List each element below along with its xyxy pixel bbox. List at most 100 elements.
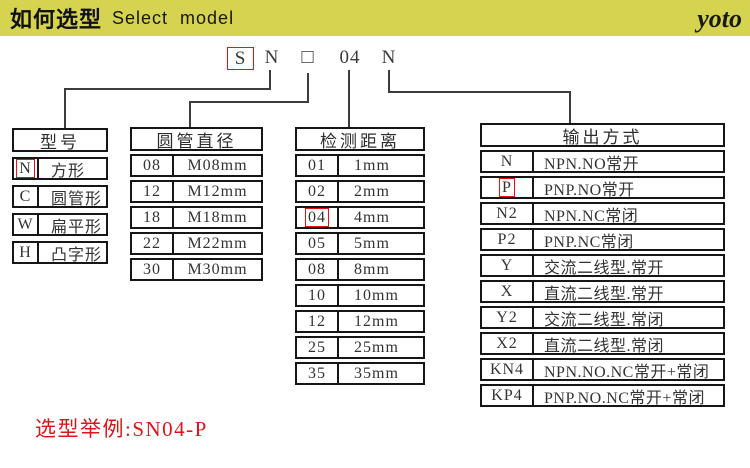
code-value: N	[500, 152, 514, 170]
sensing-distance-code-cell: 01	[297, 156, 339, 175]
code-value: 22	[143, 234, 161, 252]
code-value: 12	[308, 312, 326, 330]
code-value: P2	[497, 230, 517, 248]
code-value: 12	[143, 182, 161, 200]
brand-logo: yoto	[697, 4, 742, 33]
output-mode-code-cell: P2	[482, 230, 534, 249]
output-mode-desc-cell: 直流二线型.常开	[544, 285, 665, 303]
page-title-cn: 如何选型	[10, 7, 103, 32]
sensing-distance-desc-cell: 4mm	[354, 208, 390, 226]
sensing-distance-row: 05 5mm	[295, 232, 425, 255]
sensing-distance-header: 检测距离	[295, 127, 425, 151]
sensing-distance-desc-cell: 35mm	[354, 364, 399, 382]
model-type-code-cell: C	[14, 187, 39, 206]
code-value: N2	[496, 204, 518, 222]
sensing-distance-desc-cell: 25mm	[354, 338, 399, 356]
model-type-header: 型号	[12, 128, 108, 152]
selected-code-highlight: P	[499, 178, 515, 197]
output-mode-row: X 直流二线型.常开	[480, 280, 725, 303]
code-value: 08	[143, 156, 161, 174]
code-value: 30	[143, 260, 161, 278]
code-value: X2	[496, 334, 518, 352]
selected-code-highlight: 04	[305, 208, 329, 227]
selected-code-highlight: N	[16, 159, 35, 178]
sensing-distance-desc-cell: 8mm	[354, 260, 390, 278]
model-type-desc-cell: 圆管形	[51, 190, 103, 208]
output-mode-desc-cell: PNP.NO.NC常开+常闭	[544, 389, 705, 407]
output-mode-row: N2 NPN.NC常闭	[480, 202, 725, 225]
output-mode-header: 输出方式	[480, 123, 725, 147]
code-value: 01	[308, 156, 326, 174]
code-value: Y	[500, 256, 514, 274]
output-mode-code-cell: N	[482, 152, 534, 171]
model-type-desc-cell: 凸字形	[51, 246, 103, 264]
sensing-distance-desc-cell: 2mm	[354, 182, 390, 200]
sensing-distance-row: 08 8mm	[295, 258, 425, 281]
model-type-code-cell: H	[14, 243, 39, 262]
model-code-segment: N	[264, 47, 280, 68]
code-value: H	[19, 243, 32, 261]
page-title-en: Select model	[112, 7, 235, 28]
model-type-row: H 凸字形	[12, 241, 108, 264]
sensing-distance-code-cell: 05	[297, 234, 339, 253]
model-type-code-cell: N	[14, 159, 39, 178]
header-bar: 如何选型 Select model yoto	[0, 0, 750, 36]
output-mode-desc-cell: NPN.NO.NC常开+常闭	[544, 363, 710, 381]
sensing-distance-code-cell: 12	[297, 312, 339, 331]
code-value: 10	[308, 286, 326, 304]
output-mode-code-cell: KN4	[482, 360, 534, 379]
tube-diameter-row: 12 M12mm	[130, 180, 263, 203]
output-mode-desc-cell: PNP.NC常闭	[544, 233, 634, 251]
output-mode-row: P PNP.NO常开	[480, 176, 725, 199]
code-value: X	[500, 282, 514, 300]
tube-diameter-code-cell: 30	[132, 260, 174, 279]
model-type-row: C 圆管形	[12, 185, 108, 208]
sensing-distance-code-cell: 02	[297, 182, 339, 201]
model-type-desc-cell: 扁平形	[51, 218, 103, 236]
tube-diameter-row: 30 M30mm	[130, 258, 263, 281]
tube-diameter-desc-cell: M30mm	[187, 260, 248, 278]
sensing-distance-code-cell: 10	[297, 286, 339, 305]
output-mode-desc-cell: PNP.NO常开	[544, 181, 635, 199]
tube-diameter-desc-cell: M08mm	[187, 156, 248, 174]
tube-diameter-desc-cell: M18mm	[187, 208, 248, 226]
sensing-distance-desc-cell: 12mm	[354, 312, 399, 330]
code-value: KN4	[489, 360, 525, 378]
sensing-distance-code-cell: 08	[297, 260, 339, 279]
selection-example: 选型举例:SN04-P	[35, 417, 208, 441]
sensing-distance-row: 02 2mm	[295, 180, 425, 203]
output-mode-code-cell: N2	[482, 204, 534, 223]
tube-diameter-desc-cell: M12mm	[187, 182, 248, 200]
model-code-segment: S	[227, 47, 254, 70]
model-code-segment: □	[301, 46, 315, 68]
sensing-distance-desc-cell: 5mm	[354, 234, 390, 252]
code-value: KP4	[491, 386, 523, 404]
code-value: 02	[308, 182, 326, 200]
code-value: 35	[308, 364, 326, 382]
sensing-distance-code-cell: 35	[297, 364, 339, 383]
tube-diameter-code-cell: 08	[132, 156, 174, 175]
sensing-distance-row: 04 4mm	[295, 206, 425, 229]
output-mode-code-cell: X2	[482, 334, 534, 353]
code-value: C	[19, 187, 32, 205]
output-mode-desc-cell: NPN.NC常闭	[544, 207, 639, 225]
code-value: 08	[308, 260, 326, 278]
tube-diameter-row: 08 M08mm	[130, 154, 263, 177]
output-mode-code-cell: P	[482, 178, 534, 197]
sensing-distance-code-cell: 04	[297, 208, 339, 227]
code-value: 18	[143, 208, 161, 226]
output-mode-code-cell: Y2	[482, 308, 534, 327]
code-value: 05	[308, 234, 326, 252]
